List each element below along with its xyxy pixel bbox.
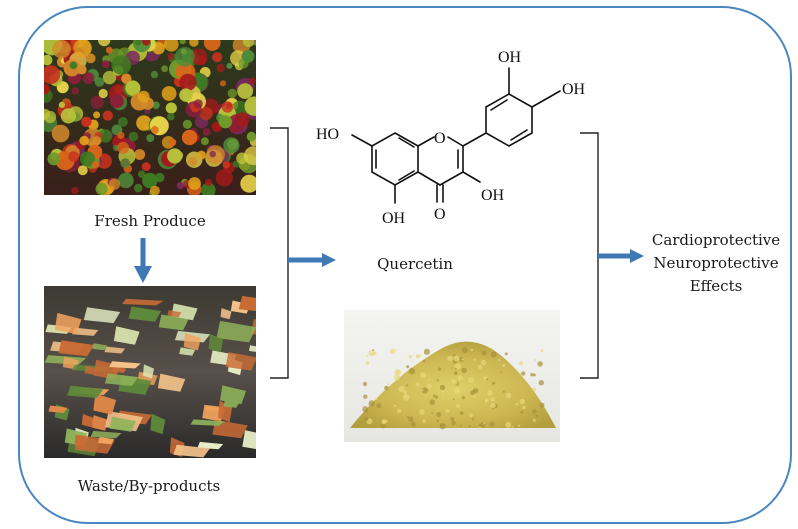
fresh-produce-caption: Fresh Produce <box>94 212 206 230</box>
right-bracket <box>580 132 599 379</box>
label-oh-right: OH <box>562 81 586 98</box>
effect-neuroprotective: Neuroprotective <box>653 254 779 272</box>
label-ho-left: HO <box>316 126 339 143</box>
diagram-frame <box>18 6 792 524</box>
left-bracket <box>270 127 289 379</box>
label-oh-5: OH <box>382 210 406 227</box>
arrow-to-effects <box>598 249 644 263</box>
quercetin-structure <box>351 67 561 204</box>
effect-cardioprotective: Cardioprotective <box>651 231 781 249</box>
quercetin-caption: Quercetin <box>377 255 453 273</box>
waste-photo <box>44 286 256 458</box>
fresh-produce-photo <box>44 40 256 195</box>
down-arrow <box>134 238 152 283</box>
label-oh-top: OH <box>498 49 522 66</box>
quercetin-powder-photo <box>344 310 560 442</box>
label-ring-o: O <box>434 130 446 147</box>
label-carbonyl-o: O <box>434 206 446 223</box>
waste-caption: Waste/By-products <box>77 477 221 495</box>
effect-label: Effects <box>689 277 743 295</box>
label-oh-3: OH <box>481 187 505 204</box>
arrow-to-quercetin <box>288 253 336 267</box>
effects-caption: Cardioprotective Neuroprotective Effects <box>636 229 796 298</box>
